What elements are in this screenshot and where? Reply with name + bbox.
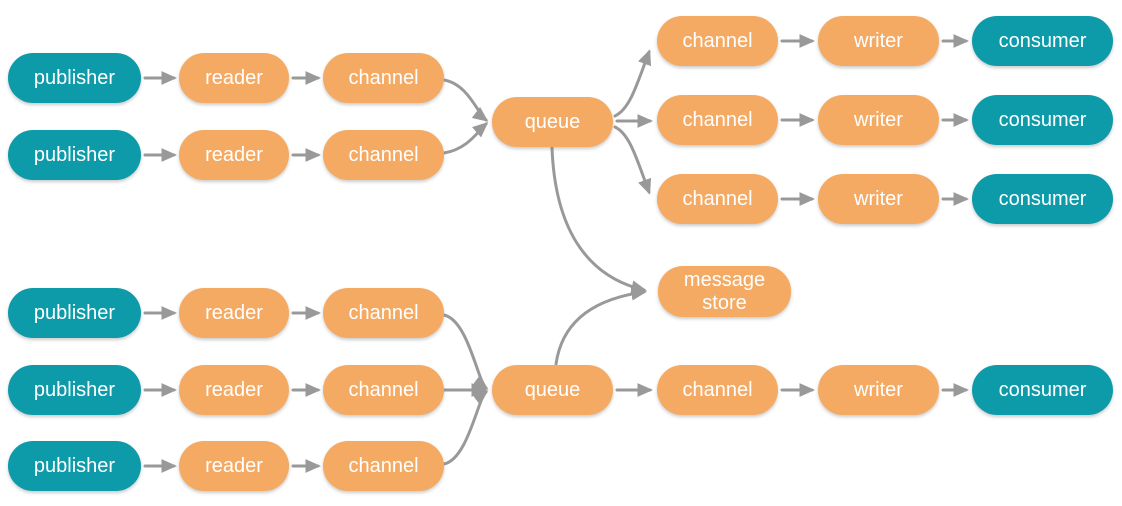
node-channel: channel (323, 53, 444, 103)
node-channel: channel (323, 288, 444, 338)
edge-channel-queue (442, 390, 489, 466)
node-writer: writer (818, 95, 939, 145)
node-consumer: consumer (972, 95, 1113, 145)
node-queue: queue (492, 97, 613, 147)
edge-queue-message-store (550, 146, 647, 294)
node-channel: channel (323, 130, 444, 180)
node-consumer: consumer (972, 174, 1113, 224)
node-message-store: message store (658, 266, 791, 317)
edge-queue-channel (613, 125, 652, 195)
edge-channel-queue (442, 122, 489, 155)
edge-channel-queue (442, 313, 489, 390)
node-channel: channel (657, 174, 778, 224)
node-consumer: consumer (972, 16, 1113, 66)
edge-queue-message-store (554, 286, 647, 366)
node-reader: reader (179, 130, 289, 180)
node-publisher: publisher (8, 288, 141, 338)
edge-queue-channel (613, 49, 652, 118)
node-publisher: publisher (8, 53, 141, 103)
node-channel: channel (657, 16, 778, 66)
node-writer: writer (818, 365, 939, 415)
edge-channel-queue (442, 78, 489, 122)
node-channel: channel (323, 441, 444, 491)
node-reader: reader (179, 53, 289, 103)
node-publisher: publisher (8, 365, 141, 415)
node-publisher: publisher (8, 441, 141, 491)
node-consumer: consumer (972, 365, 1113, 415)
node-publisher: publisher (8, 130, 141, 180)
node-channel: channel (323, 365, 444, 415)
node-writer: writer (818, 16, 939, 66)
node-channel: channel (657, 95, 778, 145)
node-reader: reader (179, 288, 289, 338)
node-queue: queue (492, 365, 613, 415)
node-reader: reader (179, 365, 289, 415)
node-channel: channel (657, 365, 778, 415)
node-reader: reader (179, 441, 289, 491)
node-writer: writer (818, 174, 939, 224)
